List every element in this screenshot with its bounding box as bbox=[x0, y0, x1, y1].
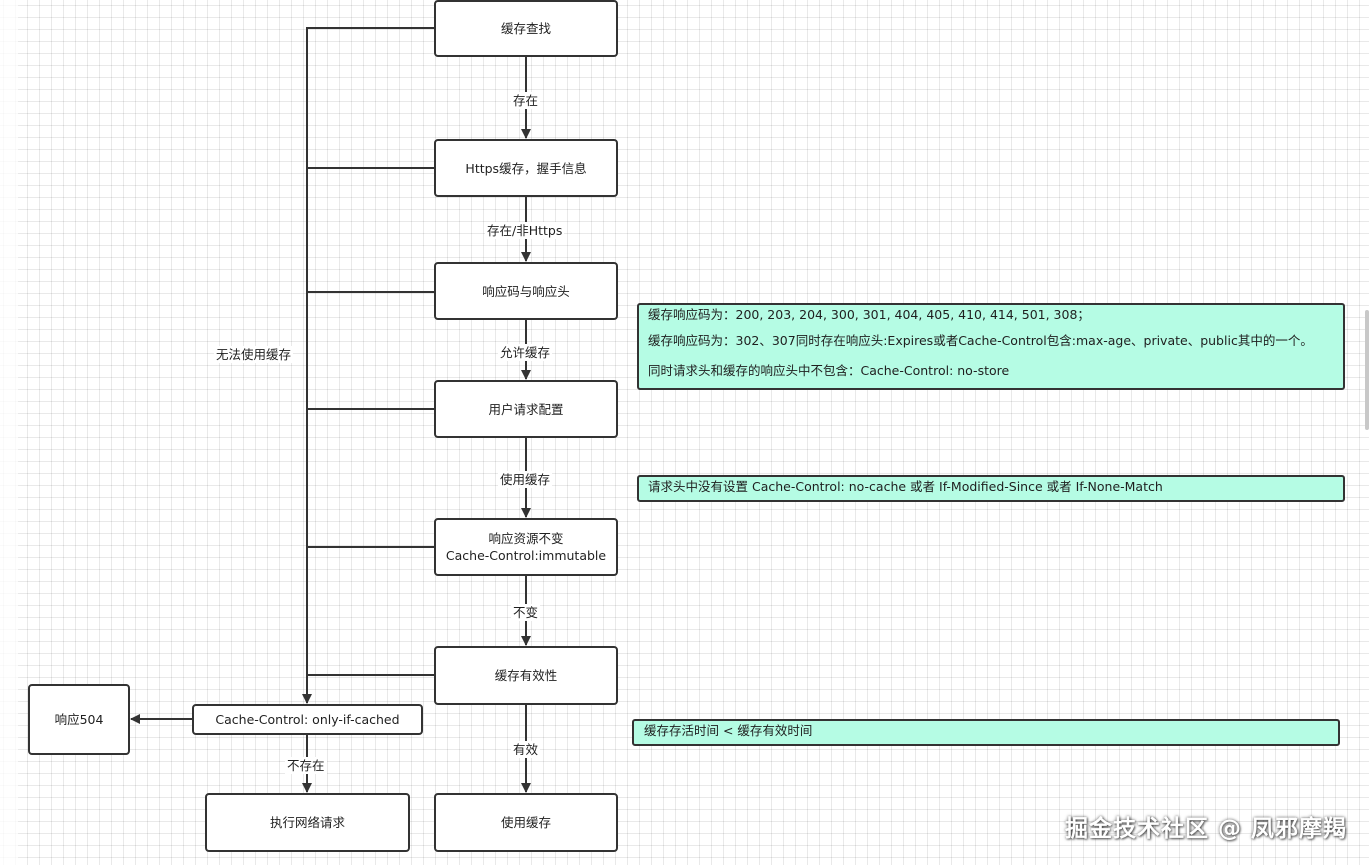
only-if-cached-label: Cache-Control: only-if-cached bbox=[215, 712, 400, 727]
use-cache-node: 使用缓存 bbox=[434, 793, 618, 852]
edge-label-allow-cache: 允许缓存 bbox=[498, 344, 553, 361]
user-request-config-node: 用户请求配置 bbox=[434, 380, 618, 438]
note-request-headers: 请求头中没有设置 Cache-Control: no-cache 或者 If-M… bbox=[637, 475, 1345, 502]
https-cache-label: Https缓存，握手信息 bbox=[465, 160, 587, 176]
immutable-label-line1: 响应资源不变 bbox=[488, 531, 564, 546]
cache-validity-node: 缓存有效性 bbox=[434, 646, 618, 705]
network-request-node: 执行网络请求 bbox=[205, 793, 410, 852]
edge-label-valid: 有效 bbox=[511, 741, 541, 758]
edge-label-cannot-use-cache: 无法使用缓存 bbox=[214, 346, 294, 363]
response-504-node: 响应504 bbox=[28, 684, 130, 755]
edge-label-not-exists: 不存在 bbox=[285, 757, 327, 774]
vertical-scrollbar[interactable] bbox=[1365, 310, 1369, 430]
use-cache-label: 使用缓存 bbox=[500, 815, 551, 830]
note-response-codes: 缓存响应码为：200, 203, 204, 300, 301, 404, 405… bbox=[637, 303, 1345, 390]
note-cache-age-text: 缓存存活时间 < 缓存有效时间 bbox=[644, 723, 813, 738]
edge-label-use-cache: 使用缓存 bbox=[498, 471, 553, 488]
only-if-cached-node: Cache-Control: only-if-cached bbox=[192, 704, 423, 735]
note-cache-age: 缓存存活时间 < 缓存有效时间 bbox=[632, 719, 1340, 746]
network-request-label: 执行网络请求 bbox=[269, 815, 345, 830]
cache-lookup-node: 缓存查找 bbox=[434, 0, 618, 57]
watermark: 掘金技术社区 @ 凤邪摩羯 bbox=[1064, 816, 1347, 842]
response-code-header-label: 响应码与响应头 bbox=[482, 283, 570, 299]
edge-label-unchanged: 不变 bbox=[511, 604, 541, 621]
immutable-node: 响应资源不变 Cache-Control:immutable bbox=[434, 518, 618, 576]
response-504-label: 响应504 bbox=[54, 712, 104, 727]
user-request-config-label: 用户请求配置 bbox=[488, 401, 564, 417]
note-response-codes-line3: 同时请求头和缓存的响应头中不包含：Cache-Control: no-store bbox=[648, 363, 1010, 378]
cache-validity-label: 缓存有效性 bbox=[494, 668, 558, 683]
immutable-label-line2: Cache-Control:immutable bbox=[445, 548, 607, 563]
https-cache-node: Https缓存，握手信息 bbox=[434, 139, 618, 197]
response-code-header-node: 响应码与响应头 bbox=[434, 262, 618, 320]
edge-label-exists-non-https: 存在/非Https bbox=[485, 222, 565, 239]
cache-lookup-label: 缓存查找 bbox=[500, 21, 551, 36]
note-response-codes-line2: 缓存响应码为：302、307同时存在响应头:Expires或者Cache-Con… bbox=[648, 333, 1313, 348]
note-response-codes-line1: 缓存响应码为：200, 203, 204, 300, 301, 404, 405… bbox=[648, 307, 1090, 322]
edge-label-exists: 存在 bbox=[511, 92, 541, 109]
left-edge-fade bbox=[0, 0, 18, 865]
note-request-headers-text: 请求头中没有设置 Cache-Control: no-cache 或者 If-M… bbox=[648, 479, 1163, 494]
